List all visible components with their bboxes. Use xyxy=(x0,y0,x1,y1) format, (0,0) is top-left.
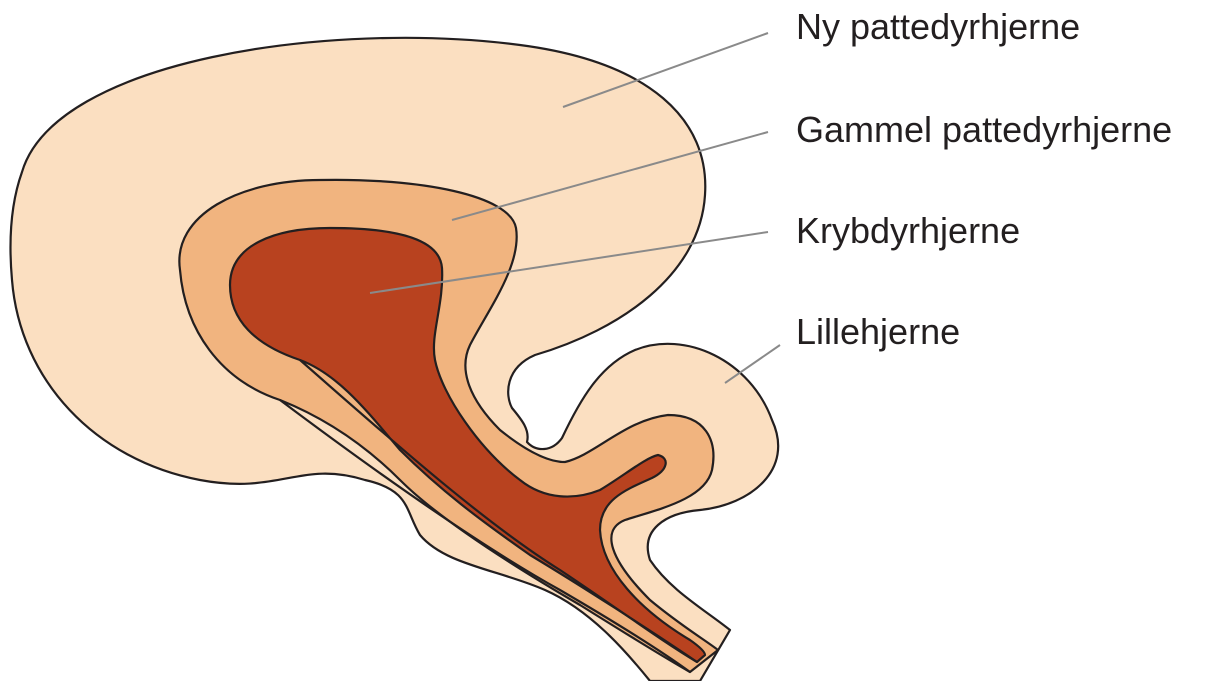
label-old-mammal-brain: Gammel pattedyrhjerne xyxy=(796,109,1172,150)
label-reptile-brain: Krybdyrhjerne xyxy=(796,210,1020,251)
leader-line-cerebellum xyxy=(725,345,780,383)
label-cerebellum: Lillehjerne xyxy=(796,311,960,352)
label-new-mammal-brain: Ny pattedyrhjerne xyxy=(796,6,1080,47)
